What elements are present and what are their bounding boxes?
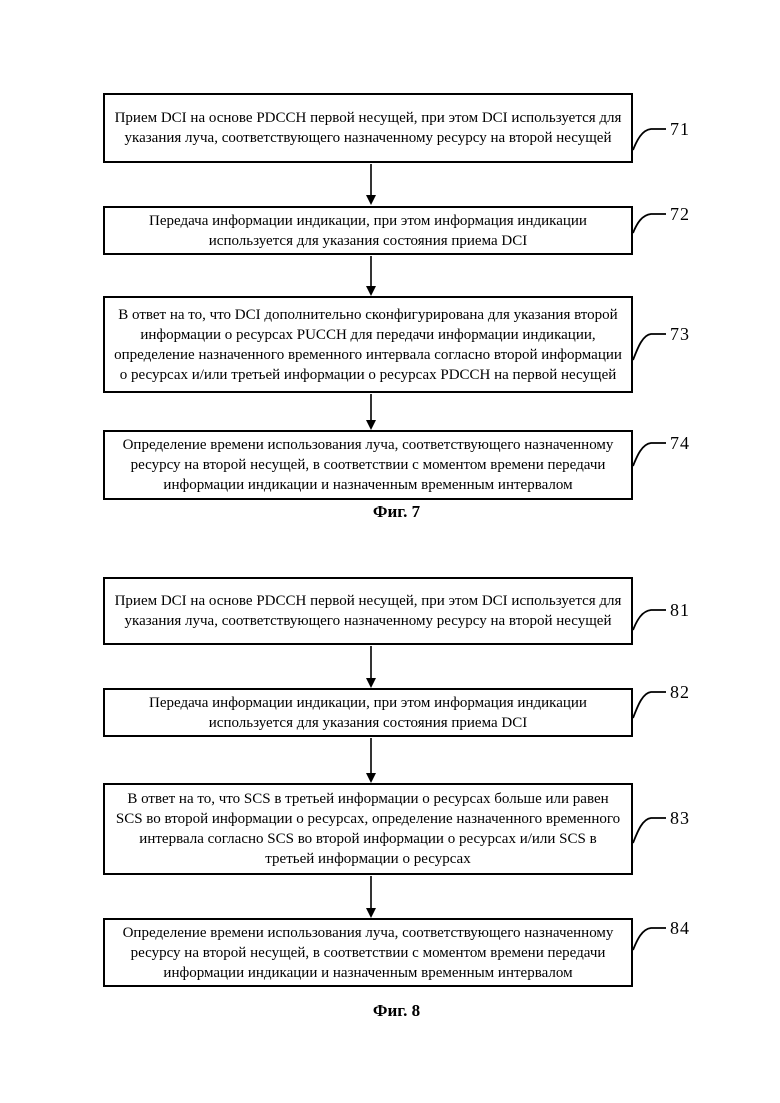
flow-box-82-text: Передача информации индикации, при этом …	[149, 694, 587, 731]
flow-box-71: Прием DCI на основе PDCCH первой несущей…	[103, 93, 633, 163]
ref-label-72: 72	[670, 204, 690, 224]
flow-box-72: Передача информации индикации, при этом …	[103, 206, 633, 255]
ref-connector	[632, 128, 666, 951]
flow-box-71-text: Прием DCI на основе PDCCH первой несущей…	[114, 110, 622, 146]
flow-box-74: Определение времени использования луча, …	[103, 430, 633, 500]
ref-label-71: 71	[670, 119, 690, 139]
ref-label-83: 83	[670, 808, 690, 828]
ref-label-73: 73	[670, 324, 690, 344]
flow-box-84: Определение времени использования луча, …	[103, 918, 633, 987]
fig8-caption: Фиг. 8	[372, 1001, 421, 1020]
flow-box-81-text: Прием DCI на основе PDCCH первой несущей…	[114, 593, 622, 629]
flow-box-82: Передача информации индикации, при этом …	[103, 688, 633, 737]
ref-label-81: 81	[670, 600, 690, 620]
ref-label-82: 82	[670, 682, 690, 702]
flow-box-83-text: В ответ на то, что SCS в третьей информа…	[115, 791, 621, 867]
flow-box-73-text: В ответ на то, что DCI дополнительно ско…	[114, 306, 622, 383]
ref-label-84: 84	[670, 918, 690, 938]
flow-box-72-text: Передача информации индикации, при этом …	[149, 212, 587, 249]
flow-box-74-text: Определение времени использования луча, …	[122, 437, 614, 493]
flow-box-81: Прием DCI на основе PDCCH первой несущей…	[103, 577, 633, 645]
flow-box-83: В ответ на то, что SCS в третьей информа…	[103, 783, 633, 875]
flow-box-84-text: Определение времени использования луча, …	[122, 924, 614, 981]
fig7-caption: Фиг. 7	[372, 502, 421, 521]
ref-label-74: 74	[670, 433, 690, 453]
flow-box-73: В ответ на то, что DCI дополнительно ско…	[103, 296, 633, 393]
